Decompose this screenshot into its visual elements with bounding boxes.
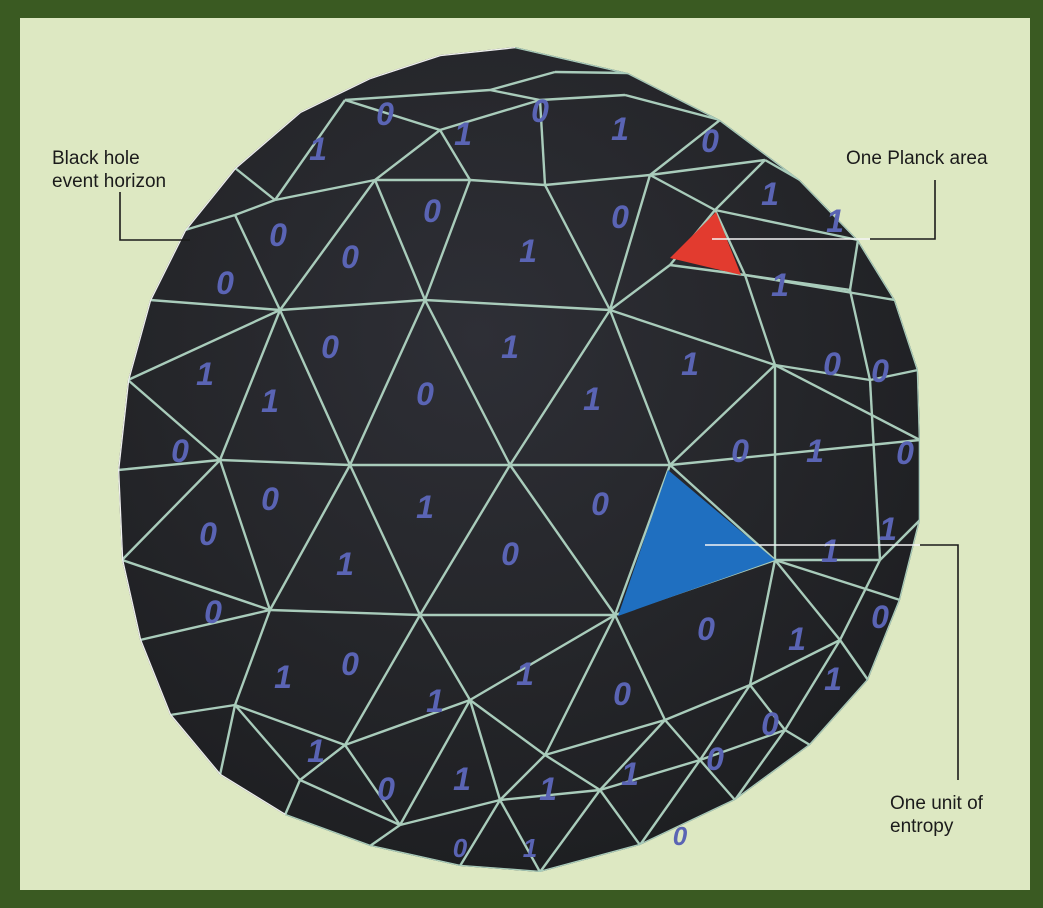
- bit-digit: 0: [416, 376, 434, 412]
- bit-digit: 1: [879, 511, 897, 547]
- bit-digit: 1: [516, 656, 534, 692]
- bit-digit: 1: [788, 621, 806, 657]
- bit-digit: 0: [453, 833, 468, 863]
- planck-area-label: One Planck area: [846, 147, 988, 170]
- bit-digit: 1: [416, 489, 434, 525]
- bit-digit: 1: [826, 203, 844, 239]
- bit-digit: 0: [269, 217, 287, 253]
- bit-digit: 0: [697, 611, 715, 647]
- bit-digit: 0: [341, 239, 359, 275]
- bit-digit: 0: [216, 265, 234, 301]
- bit-digit: 0: [531, 93, 549, 129]
- bit-digit: 0: [376, 96, 394, 132]
- planck-area-leader-line: [870, 180, 935, 239]
- bit-digit: 0: [613, 676, 631, 712]
- entropy-label-line2: entropy: [890, 815, 983, 838]
- bit-digit: 1: [539, 771, 557, 807]
- bit-digit: 1: [309, 131, 327, 167]
- bit-digit: 1: [426, 683, 444, 719]
- bit-digit: 0: [341, 646, 359, 682]
- bit-digit: 1: [196, 356, 214, 392]
- bit-digit: 1: [453, 761, 471, 797]
- entropy-label-line1: One unit of: [890, 792, 983, 815]
- bit-digit: 0: [611, 199, 629, 235]
- bit-digit: 0: [591, 486, 609, 522]
- bit-digit: 0: [261, 481, 279, 517]
- event-horizon-label-line2: event horizon: [52, 170, 166, 193]
- bit-digit: 0: [204, 594, 222, 630]
- bit-digit: 1: [821, 533, 839, 569]
- bit-digit: 1: [761, 176, 779, 212]
- bit-digit: 1: [523, 833, 537, 863]
- bit-digit: 1: [501, 329, 519, 365]
- event-horizon-label-line1: Black hole: [52, 147, 166, 170]
- entropy-leader-line: [920, 545, 958, 780]
- bit-digit: 1: [611, 111, 629, 147]
- bit-digit: 1: [454, 116, 472, 152]
- bit-digit: 0: [871, 599, 889, 635]
- bit-digit: 0: [501, 536, 519, 572]
- bit-digit: 1: [806, 433, 824, 469]
- bit-digit: 0: [423, 193, 441, 229]
- bit-digit: 1: [336, 546, 354, 582]
- bit-digit: 1: [519, 233, 537, 269]
- event-horizon-label: Black hole event horizon: [52, 147, 166, 193]
- bit-digit: 1: [824, 661, 842, 697]
- bit-digit: 1: [621, 756, 639, 792]
- bit-digit: 1: [583, 381, 601, 417]
- entropy-unit-label: One unit of entropy: [890, 792, 983, 838]
- bit-digit: 0: [731, 433, 749, 469]
- event-horizon-leader-line: [120, 192, 190, 240]
- bit-digit: 0: [673, 821, 688, 851]
- bit-digit: 1: [771, 267, 789, 303]
- bit-digit: 0: [871, 353, 889, 389]
- bit-digit: 0: [706, 741, 724, 777]
- facet-edge: [555, 72, 628, 73]
- bit-digit: 1: [274, 659, 292, 695]
- bit-digit: 1: [681, 346, 699, 382]
- bit-digit: 1: [307, 733, 325, 769]
- bit-digit: 0: [171, 433, 189, 469]
- bit-digit: 0: [321, 329, 339, 365]
- bit-digit: 0: [761, 706, 779, 742]
- bit-digit: 1: [261, 383, 279, 419]
- bit-digit: 0: [823, 346, 841, 382]
- bit-digit: 0: [377, 771, 395, 807]
- bit-digit: 0: [896, 435, 914, 471]
- bit-digit: 0: [199, 516, 217, 552]
- bit-digit: 0: [701, 123, 719, 159]
